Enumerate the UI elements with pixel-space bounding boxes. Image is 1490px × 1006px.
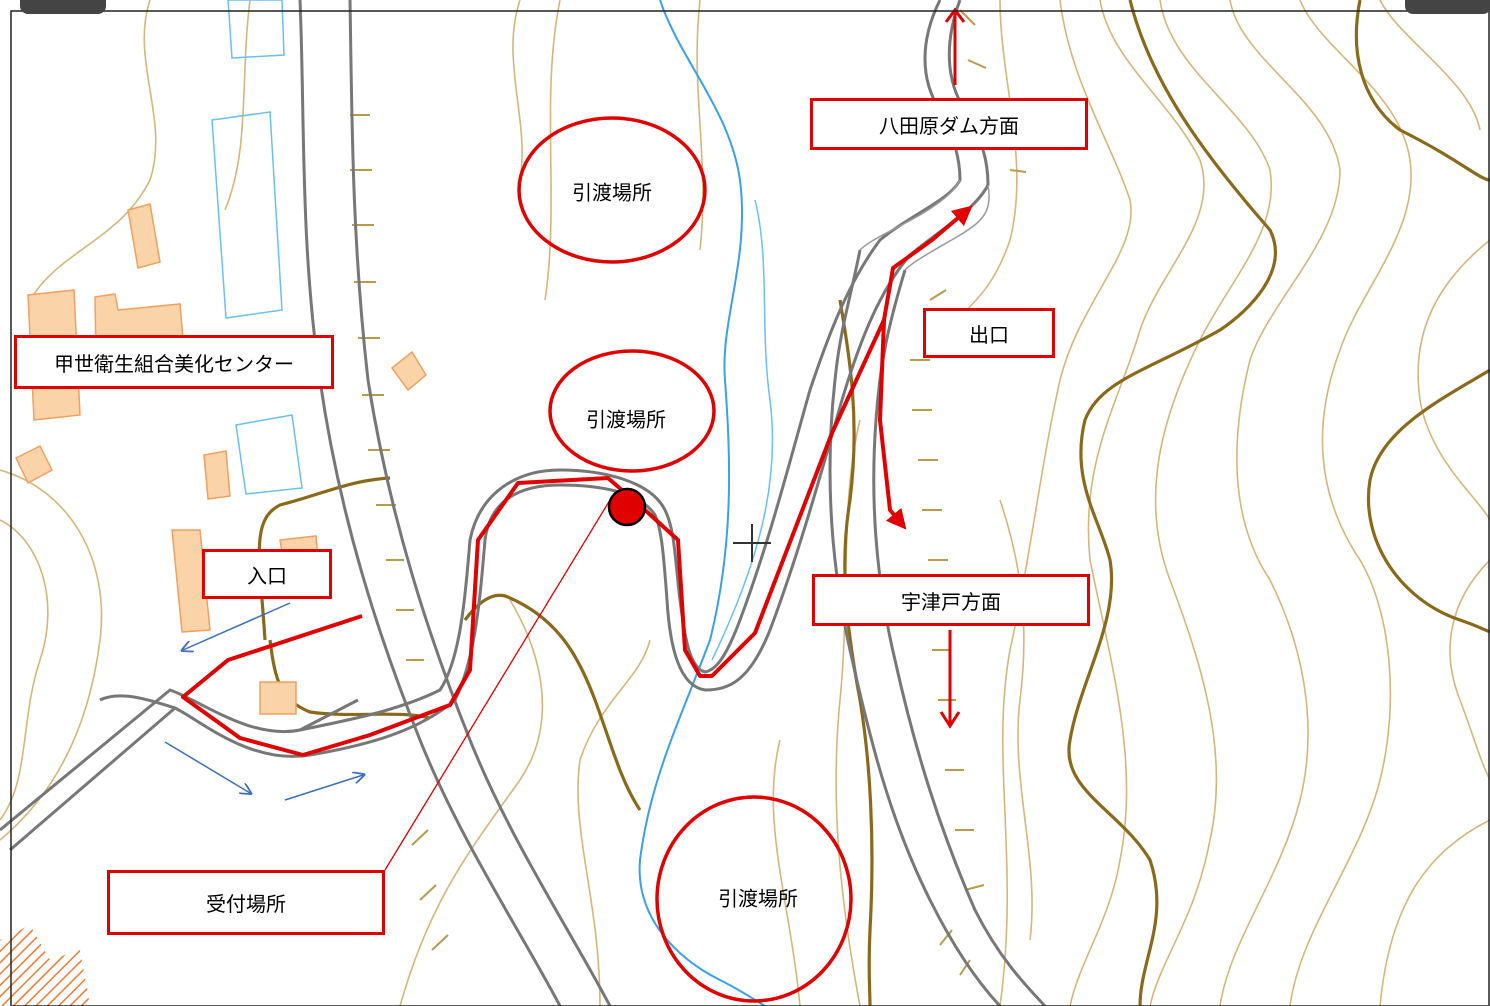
label-center-name: 甲世衛生組合美化センター (14, 335, 334, 389)
handover-label: 引渡場所 (572, 180, 652, 205)
handover-ellipses (517, 116, 853, 1003)
map-corner-control-right[interactable] (1405, 0, 1490, 14)
label-hatahara-direction: 八田原ダム方面 (810, 98, 1088, 150)
reception-leader (384, 499, 611, 871)
buildings (15, 203, 427, 715)
flow-arrows (164, 602, 363, 801)
road-inner (859, 179, 990, 271)
major-contours (257, 0, 1490, 1006)
river (638, 0, 766, 1006)
label-utsudo-direction: 宇津戸方面 (812, 574, 1090, 626)
hatched-area (0, 925, 90, 1006)
handover-label: 引渡場所 (718, 886, 798, 911)
map-corner-control-left[interactable] (20, 0, 106, 14)
crosshair-icon (733, 524, 771, 562)
cliff-hatches (350, 9, 1027, 976)
label-exit: 出口 (923, 308, 1055, 358)
label-reception: 受付場所 (107, 870, 385, 935)
label-entrance: 入口 (202, 549, 332, 599)
handover-label: 引渡場所 (586, 407, 666, 432)
direction-arrows (939, 7, 966, 729)
ponds (211, 0, 303, 495)
reception-marker (607, 487, 647, 527)
